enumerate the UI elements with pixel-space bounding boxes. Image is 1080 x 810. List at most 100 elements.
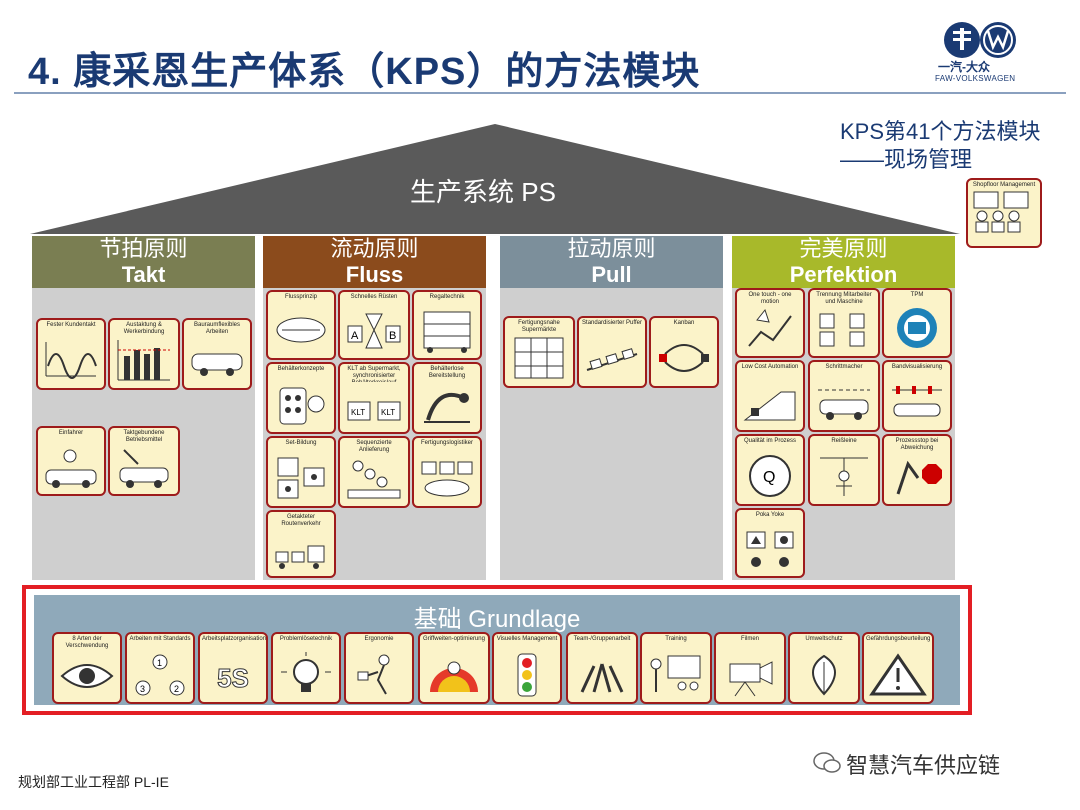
svg-text:A: A bbox=[351, 330, 359, 342]
base-card-filmen[interactable]: Filmen bbox=[714, 632, 786, 704]
traffic-light-icon bbox=[517, 653, 537, 697]
base-card-umweltschutz[interactable]: Umweltschutz bbox=[788, 632, 860, 704]
perf-card-label: Trennung Mitarbeiter und Maschine bbox=[816, 292, 872, 305]
fluss-card-behaelterlos[interactable]: Behälterlose Bereitstellung bbox=[412, 362, 482, 434]
takt-card-label: Taktgebundene Betriebsmittel bbox=[123, 430, 165, 443]
fluss-card-flussprinzip[interactable]: Flussprinzip bbox=[266, 290, 336, 360]
takt-card-austaktung[interactable]: Austaktung & Werkerbindung bbox=[108, 318, 180, 390]
fluss-card-klt-supermarkt[interactable]: KLT ab Supermarkt, synchronisierter Behä… bbox=[338, 362, 410, 434]
perf-card-label: Prozessstop bei Abweichung bbox=[895, 438, 939, 451]
base-card-gefaehrdung[interactable]: Gefährdungsbeurteilung bbox=[862, 632, 934, 704]
foundation-label: 基础 Grundlage bbox=[413, 606, 581, 633]
perf-card-label: Reißleine bbox=[831, 438, 857, 444]
base-card-label: Filmen bbox=[740, 636, 759, 642]
pull-card-label: Fertigungsnahe Supermärkte bbox=[518, 320, 560, 333]
fluss-card-set-bildung[interactable]: Set-Bildung bbox=[266, 436, 336, 508]
wechat-account-name: 智慧汽车供应链 bbox=[846, 753, 1001, 778]
svg-text:KLT: KLT bbox=[351, 408, 365, 417]
pillar-takt-en: Takt bbox=[121, 262, 166, 287]
base-card-visuelles-management[interactable]: Visuelles Management bbox=[492, 632, 562, 704]
perf-card-label: TPM bbox=[910, 292, 924, 298]
fluss-card-regaltechnik[interactable]: Regaltechnik bbox=[412, 290, 482, 360]
perf-card-label: Schrittmacher bbox=[825, 364, 863, 370]
fluss-card-label: Getakteter Routenverkehr bbox=[281, 514, 321, 527]
perf-card-prozessstop[interactable]: Prozessstop bei Abweichung bbox=[882, 434, 952, 506]
worker-icon bbox=[357, 654, 390, 695]
pull-card-puffer[interactable]: Standardisierter Puffer bbox=[577, 316, 647, 388]
perf-card-label: Low Cost Automation bbox=[741, 364, 799, 370]
roof-triangle bbox=[30, 124, 960, 234]
takt-card-taktgebunden[interactable]: Taktgebundene Betriebsmittel bbox=[108, 426, 180, 496]
perf-card-one-touch[interactable]: One touch - one motion bbox=[735, 288, 805, 358]
stop-robot-icon bbox=[896, 460, 942, 495]
svg-text:B: B bbox=[389, 330, 396, 342]
perf-card-schrittmacher[interactable]: Schrittmacher bbox=[808, 360, 880, 432]
base-card-label: Training bbox=[665, 636, 687, 642]
pull-card-kanban[interactable]: Kanban bbox=[649, 316, 719, 388]
svg-text:Q: Q bbox=[763, 469, 775, 486]
production-system-label: 生产系统 PS bbox=[410, 177, 556, 207]
fluss-card-routenverkehr[interactable]: Getakteter Routenverkehr bbox=[266, 510, 336, 578]
pillar-takt-header: 节拍原则 Takt bbox=[32, 236, 255, 288]
camera-icon bbox=[729, 661, 773, 697]
sine-wave-icon bbox=[45, 342, 97, 379]
fluss-card-sequenzierte[interactable]: Sequenzierte Anlieferung bbox=[338, 436, 410, 508]
base-card-problemloesung[interactable]: Problemlösetechnik bbox=[271, 632, 341, 704]
base-card-verschwendung[interactable]: 8 Arten der Verschwendung bbox=[52, 632, 122, 704]
fluss-card-fertigungslogistiker[interactable]: Fertigungslogistiker bbox=[412, 436, 482, 508]
tool-car-icon bbox=[119, 449, 169, 488]
lightbulb-icon bbox=[281, 652, 331, 692]
perf-card-label: One touch - one motion bbox=[748, 292, 792, 305]
pull-card-supermaerkte[interactable]: Fertigungsnahe Supermärkte bbox=[503, 316, 575, 388]
kps-note-line1: KPS第41个方法模块 bbox=[840, 119, 1041, 144]
base-card-teamarbeit[interactable]: Team-/Gruppenarbeit bbox=[566, 632, 638, 704]
base-card-label: Team-/Gruppenarbeit bbox=[573, 636, 631, 642]
driver-icon bbox=[45, 449, 97, 488]
klt-icon: KLT KLT bbox=[347, 401, 401, 421]
perf-card-reissleine[interactable]: Reißleine bbox=[808, 434, 880, 506]
base-card-label: Visuelles Management bbox=[496, 636, 558, 642]
supermarket-icon bbox=[514, 337, 564, 379]
hand-icon bbox=[748, 308, 792, 347]
logistics-icon bbox=[421, 461, 473, 497]
kanban-cycle-icon bbox=[659, 344, 709, 372]
pull-cord-icon bbox=[820, 457, 868, 496]
perf-card-poka-yoke[interactable]: Poka Yoke bbox=[735, 508, 805, 578]
takt-card-customer-takt[interactable]: Fester Kundentakt bbox=[36, 318, 106, 390]
base-card-training[interactable]: Training bbox=[640, 632, 712, 704]
set-icon bbox=[277, 457, 325, 499]
pillar-pull-cn: 拉动原则 bbox=[567, 236, 656, 261]
takt-card-einfahrer[interactable]: Einfahrer bbox=[36, 426, 106, 496]
title-divider bbox=[14, 92, 1066, 94]
buffer-icon bbox=[586, 348, 638, 371]
faw-vw-logo bbox=[944, 22, 1016, 58]
robot-arm-icon bbox=[424, 392, 470, 423]
base-card-label: 8 Arten der Verschwendung bbox=[65, 636, 109, 649]
takt-card-bauraum[interactable]: Bauraumflexibles Arbeiten bbox=[182, 318, 252, 390]
sequence-icon bbox=[347, 460, 401, 499]
perf-card-trennung[interactable]: Trennung Mitarbeiter und Maschine bbox=[808, 288, 880, 358]
perf-card-qualitaet[interactable]: Qualität im Prozess Q bbox=[735, 434, 805, 506]
base-card-5s[interactable]: Arbeitsplatzorganisation 5S bbox=[198, 632, 268, 704]
pillar-fluss-header: 流动原则 Fluss bbox=[263, 236, 486, 288]
perf-card-low-cost[interactable]: Low Cost Automation bbox=[735, 360, 805, 432]
perf-card-label: Bandvisualisierung bbox=[891, 364, 943, 370]
warning-icon bbox=[869, 653, 927, 696]
perf-card-tpm[interactable]: TPM bbox=[882, 288, 952, 358]
takt-card-label: Fester Kundentakt bbox=[46, 322, 96, 328]
svg-text:KLT: KLT bbox=[381, 408, 395, 417]
shopfloor-card-label: Shopfloor Management bbox=[972, 182, 1036, 188]
kps-note-line2: ——现场管理 bbox=[840, 147, 973, 172]
base-card-label: Griffweiten-optimierung bbox=[423, 636, 485, 642]
base-card-ergonomie[interactable]: Ergonomie bbox=[344, 632, 414, 704]
perf-card-bandvisualisierung[interactable]: Bandvisualisierung bbox=[882, 360, 952, 432]
fluss-card-behaelterkonzepte[interactable]: Behälterkonzepte bbox=[266, 362, 336, 434]
base-card-griffweiten[interactable]: Griffweiten-optimierung bbox=[418, 632, 490, 704]
pillar-fluss-cn: 流动原则 bbox=[330, 236, 419, 261]
pillar-takt-cn: 节拍原则 bbox=[99, 236, 188, 261]
pillar-perfektion-cn: 完美原则 bbox=[799, 236, 888, 261]
shopfloor-card[interactable]: Shopfloor Management bbox=[966, 178, 1042, 248]
fluss-card-label: Fertigungslogistiker bbox=[420, 440, 474, 446]
